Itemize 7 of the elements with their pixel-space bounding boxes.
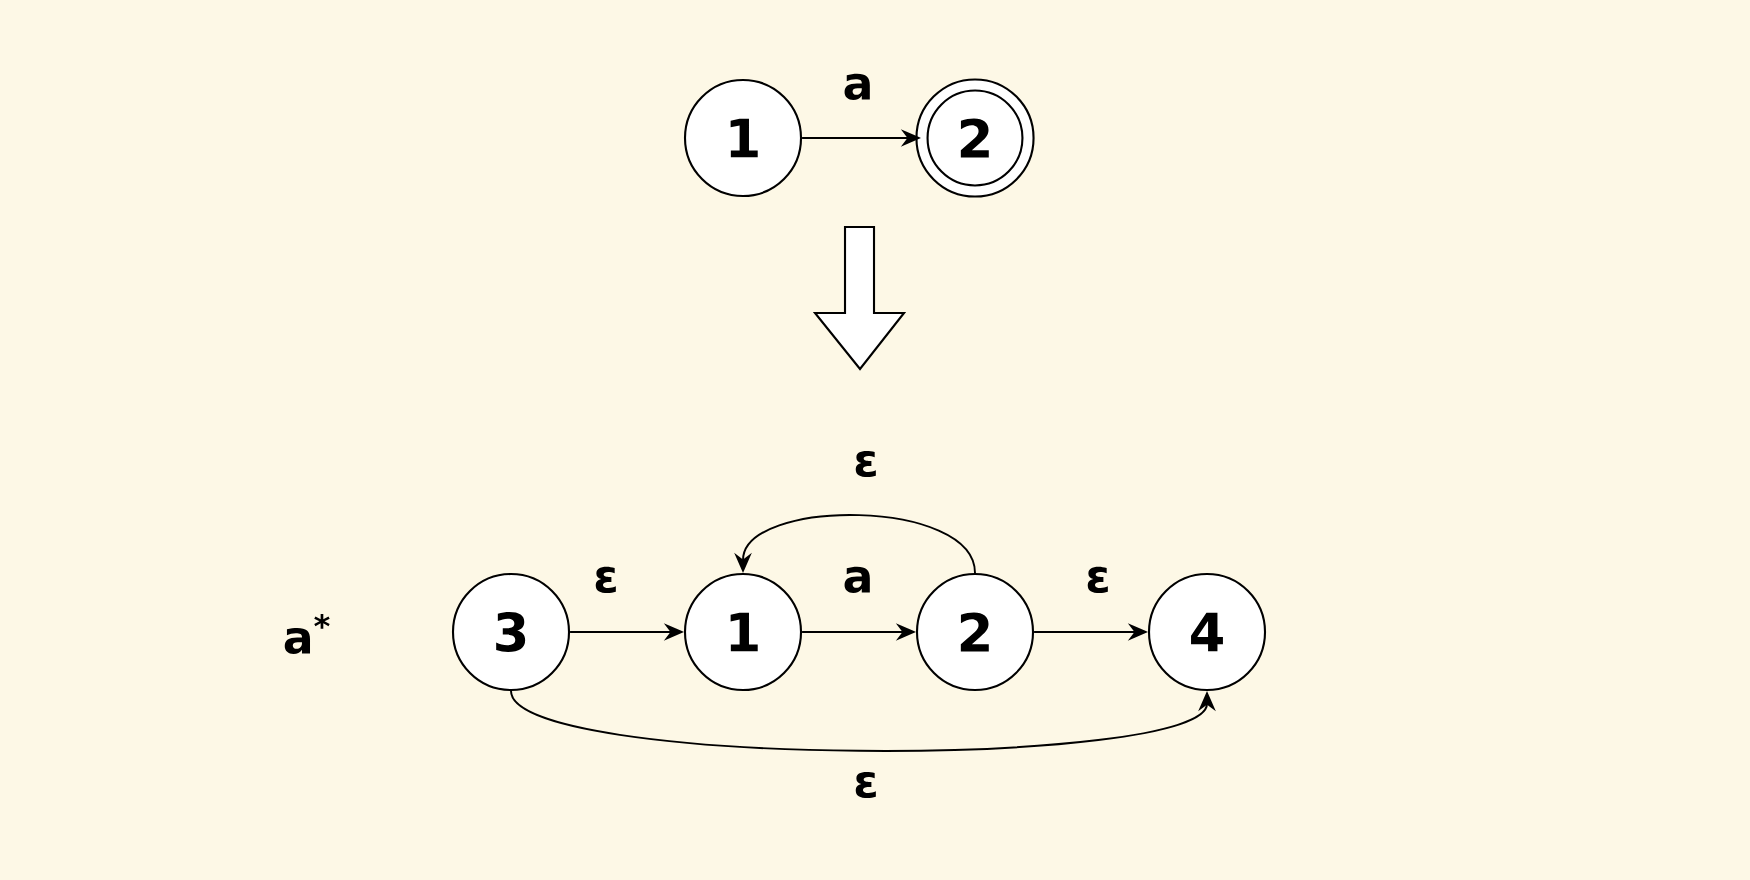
edge-label: ε [851, 449, 881, 479]
edge-label: a [840, 72, 876, 102]
edge-label: a [840, 565, 876, 595]
edge-label: ε [1083, 565, 1113, 595]
expression-label: a$^{*}$ [284, 613, 330, 655]
edge-label: ε [851, 770, 881, 800]
edge-label: ε [591, 565, 621, 595]
